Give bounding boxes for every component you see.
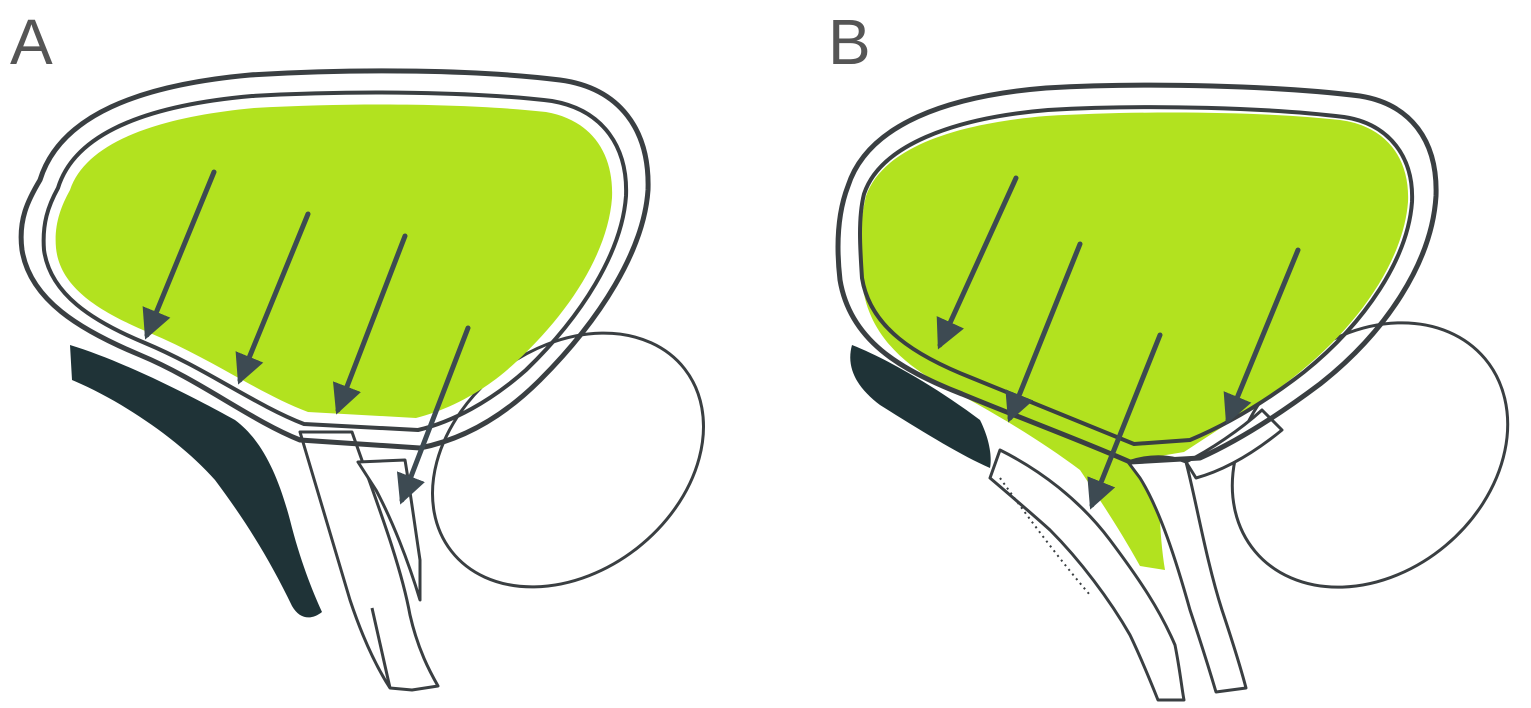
panel-a: A: [10, 6, 754, 690]
panel-b-label: B: [828, 6, 871, 78]
panel-a-label: A: [10, 6, 53, 78]
panel-b: B: [828, 6, 1531, 700]
